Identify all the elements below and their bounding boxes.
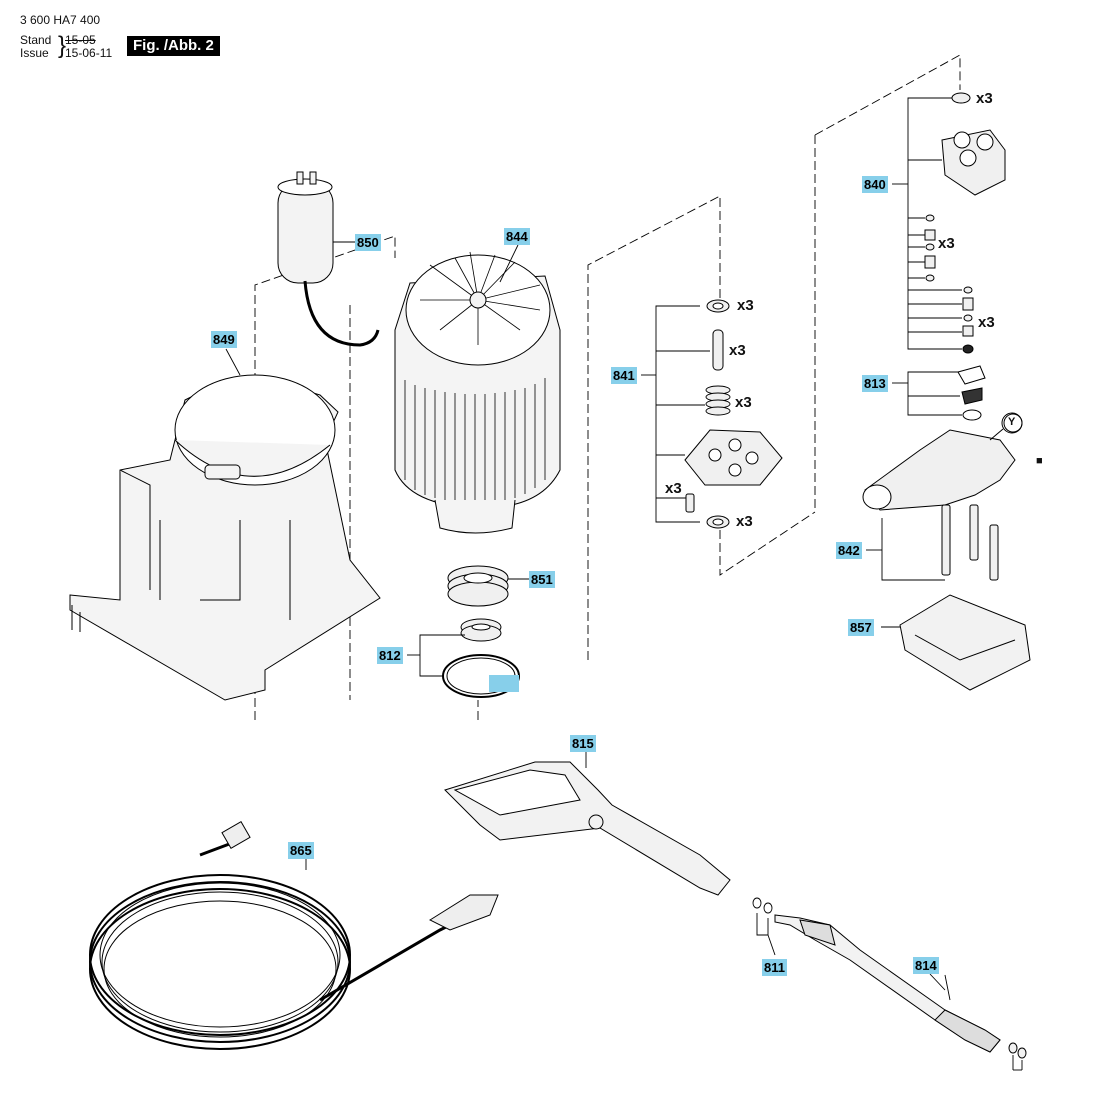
bracket-811-814: [752, 897, 1023, 1071]
capacitor-part: [277, 171, 380, 347]
seal-812-part: [442, 618, 520, 698]
base-857-part: [899, 594, 1031, 691]
callout-811: 811: [762, 959, 787, 976]
spray-gun-part: [444, 761, 731, 896]
motor-part: [394, 251, 561, 534]
square-marker: ■: [1036, 455, 1043, 467]
seal-851-part: [447, 565, 509, 607]
y-marker-label: Y: [1008, 416, 1016, 428]
valve-block-840-parts: [924, 92, 1006, 354]
callout-815: 815: [570, 735, 596, 752]
header-block: 3 600 HA7 400 Stand Issue } 15-05 15-06-…: [20, 14, 280, 66]
qty-840-mid: x3: [938, 235, 955, 252]
qty-840-low: x3: [978, 314, 995, 331]
callout-841: 841: [611, 367, 637, 384]
housing-part: [69, 374, 381, 701]
qty-841-screw: x3: [665, 480, 682, 497]
issue-label: Issue: [20, 46, 49, 60]
callout-842: 842: [836, 542, 862, 559]
pump-head-841-parts: [684, 299, 783, 529]
leader-lines: [225, 241, 946, 991]
issue-value: 15-06-11: [65, 46, 113, 60]
hose-part: [89, 821, 499, 1050]
callout-849: 849: [211, 331, 237, 348]
callout-851: 851: [529, 571, 555, 588]
qty-840-top: x3: [976, 90, 993, 107]
brace-symbol: }: [58, 32, 67, 59]
callout-812: 812: [377, 647, 403, 664]
part-number: 3 600 HA7 400: [20, 13, 101, 27]
callout-844: 844: [504, 228, 530, 245]
qty-841-top: x3: [737, 297, 754, 314]
callout-857: 857: [848, 619, 874, 636]
bracket-841: [641, 305, 710, 523]
callout-850: 850: [355, 234, 381, 251]
callout-blank: [489, 675, 519, 692]
qty-841-pin: x3: [729, 342, 746, 359]
stand-label: Stand: [20, 33, 52, 47]
callout-840: 840: [862, 176, 888, 193]
qty-841-bottom: x3: [736, 513, 753, 530]
parts-813: [957, 365, 986, 421]
bracket-842: [866, 518, 945, 581]
bracket-840: [892, 97, 962, 350]
callout-813: 813: [862, 375, 888, 392]
callout-814: 814: [913, 957, 939, 974]
figure-label: Fig. /Abb. 2: [127, 36, 220, 56]
callout-865: 865: [288, 842, 314, 859]
y-marker-circle: [1003, 413, 1023, 433]
bracket-813: [892, 371, 962, 416]
qty-841-spring: x3: [735, 394, 752, 411]
pump-housing-842-part: [862, 412, 1023, 581]
stand-value: 15-05: [65, 33, 96, 47]
lance-part: [774, 914, 1027, 1059]
